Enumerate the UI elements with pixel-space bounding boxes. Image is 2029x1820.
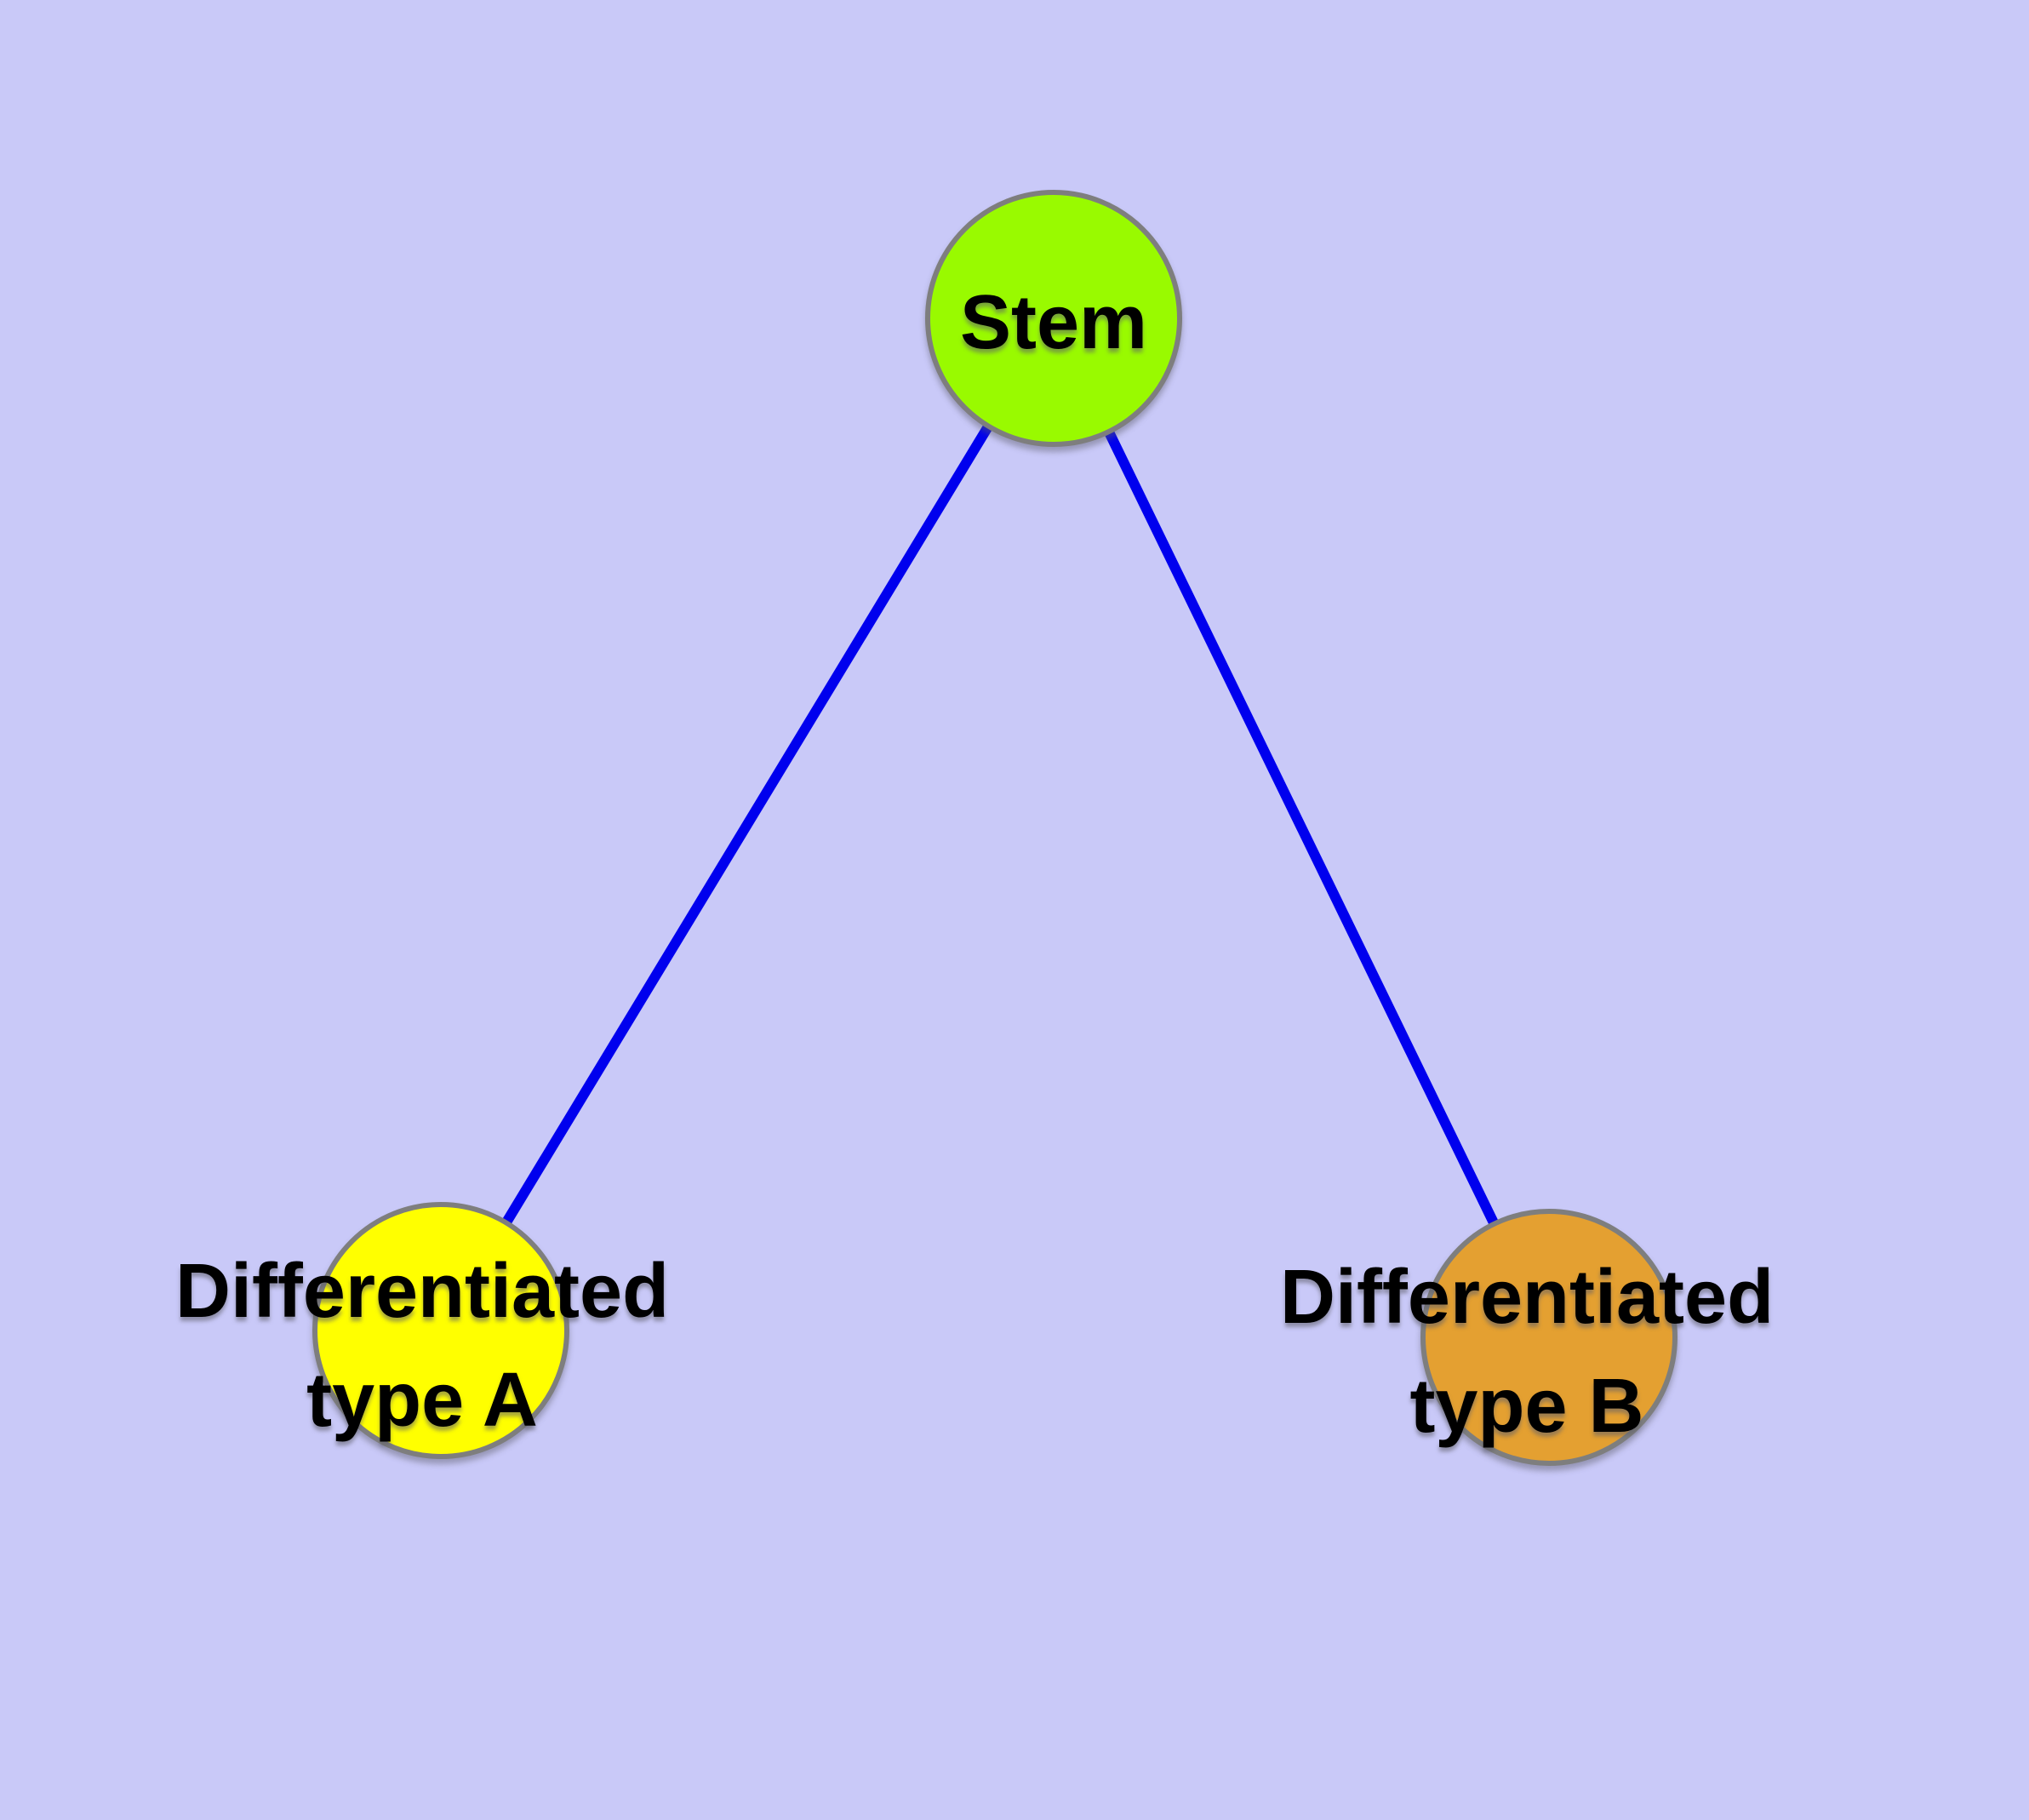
node-differentiated-type-a-label-line2: type A xyxy=(306,1358,538,1443)
node-differentiated-type-b-circle xyxy=(1420,1209,1677,1466)
node-differentiated-type-a-label-line1: Differentiated xyxy=(174,1249,670,1334)
node-stem-label: Stem xyxy=(959,280,1148,365)
edge-stem-to-type-b xyxy=(1049,316,1554,1339)
edge-stem-to-type-a xyxy=(436,315,1059,1334)
node-differentiated-type-a-circle xyxy=(312,1202,569,1459)
node-differentiated-type-a-label: Differentiated type A xyxy=(175,1237,669,1455)
node-differentiated-type-b-label-line2: type B xyxy=(1409,1364,1644,1449)
node-differentiated-type-b-label: Differentiated type B xyxy=(1280,1243,1774,1461)
node-stem-circle xyxy=(925,190,1182,447)
node-differentiated-type-b-label-line1: Differentiated xyxy=(1279,1255,1775,1340)
